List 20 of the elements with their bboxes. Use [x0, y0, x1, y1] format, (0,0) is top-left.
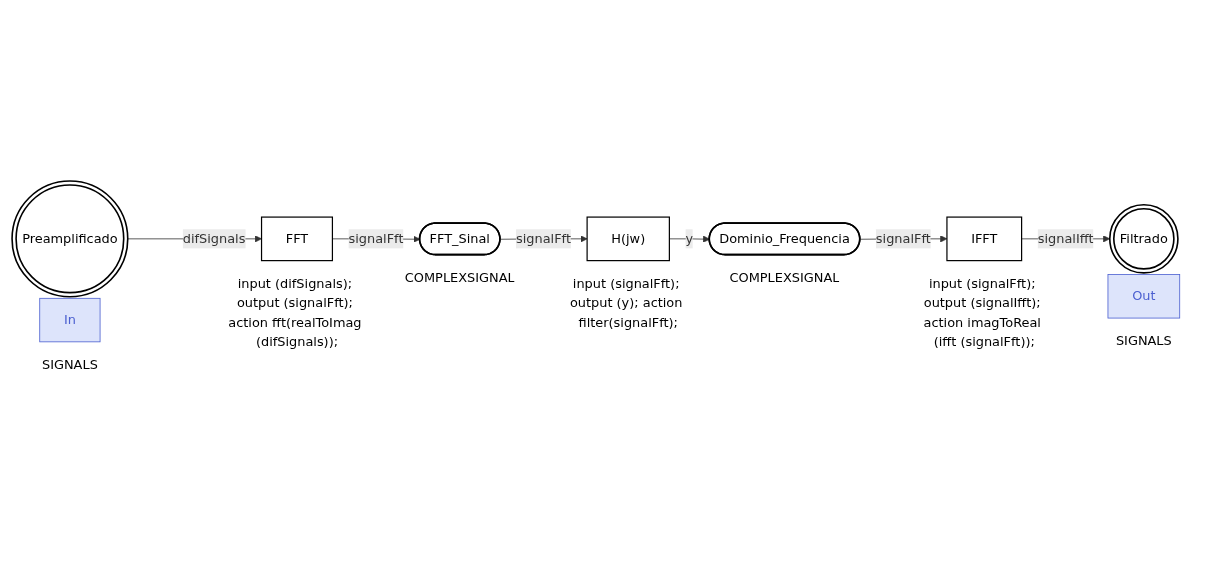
edge-label: y — [684, 230, 693, 247]
node-box: IFFT — [945, 216, 1022, 262]
edge-label: signalFft — [515, 230, 571, 247]
node-box: FFT — [260, 216, 333, 262]
node-circle: Filtrado — [1108, 203, 1179, 274]
node-label: SIGNALS — [1115, 333, 1172, 349]
node-label: input (difSignals); output (signalFft); action fft(realToImag (difSignals)); — [227, 275, 362, 350]
node-label: COMPLEXSIGNAL — [729, 269, 839, 286]
node-box: H(jw) — [586, 216, 670, 262]
edge-label: signalIfft — [1037, 230, 1094, 247]
node-label: SIGNALS — [41, 357, 98, 373]
edge-label: signalFft — [875, 230, 931, 247]
node-label: input (signalFft); output (signalIfft); action imagToReal (ifft (signalFft)); — [923, 275, 1041, 350]
node-label: COMPLEXSIGNAL — [404, 269, 515, 286]
node-label: input (signalFft); output (y); action filter(signalFft); — [569, 275, 682, 330]
node-circle: Preamplificado — [10, 180, 129, 298]
node-label: Out — [1131, 288, 1156, 304]
edge-label: difSignals — [182, 230, 245, 247]
node-label: In — [63, 312, 76, 328]
edge-label: signalFft — [348, 230, 403, 247]
